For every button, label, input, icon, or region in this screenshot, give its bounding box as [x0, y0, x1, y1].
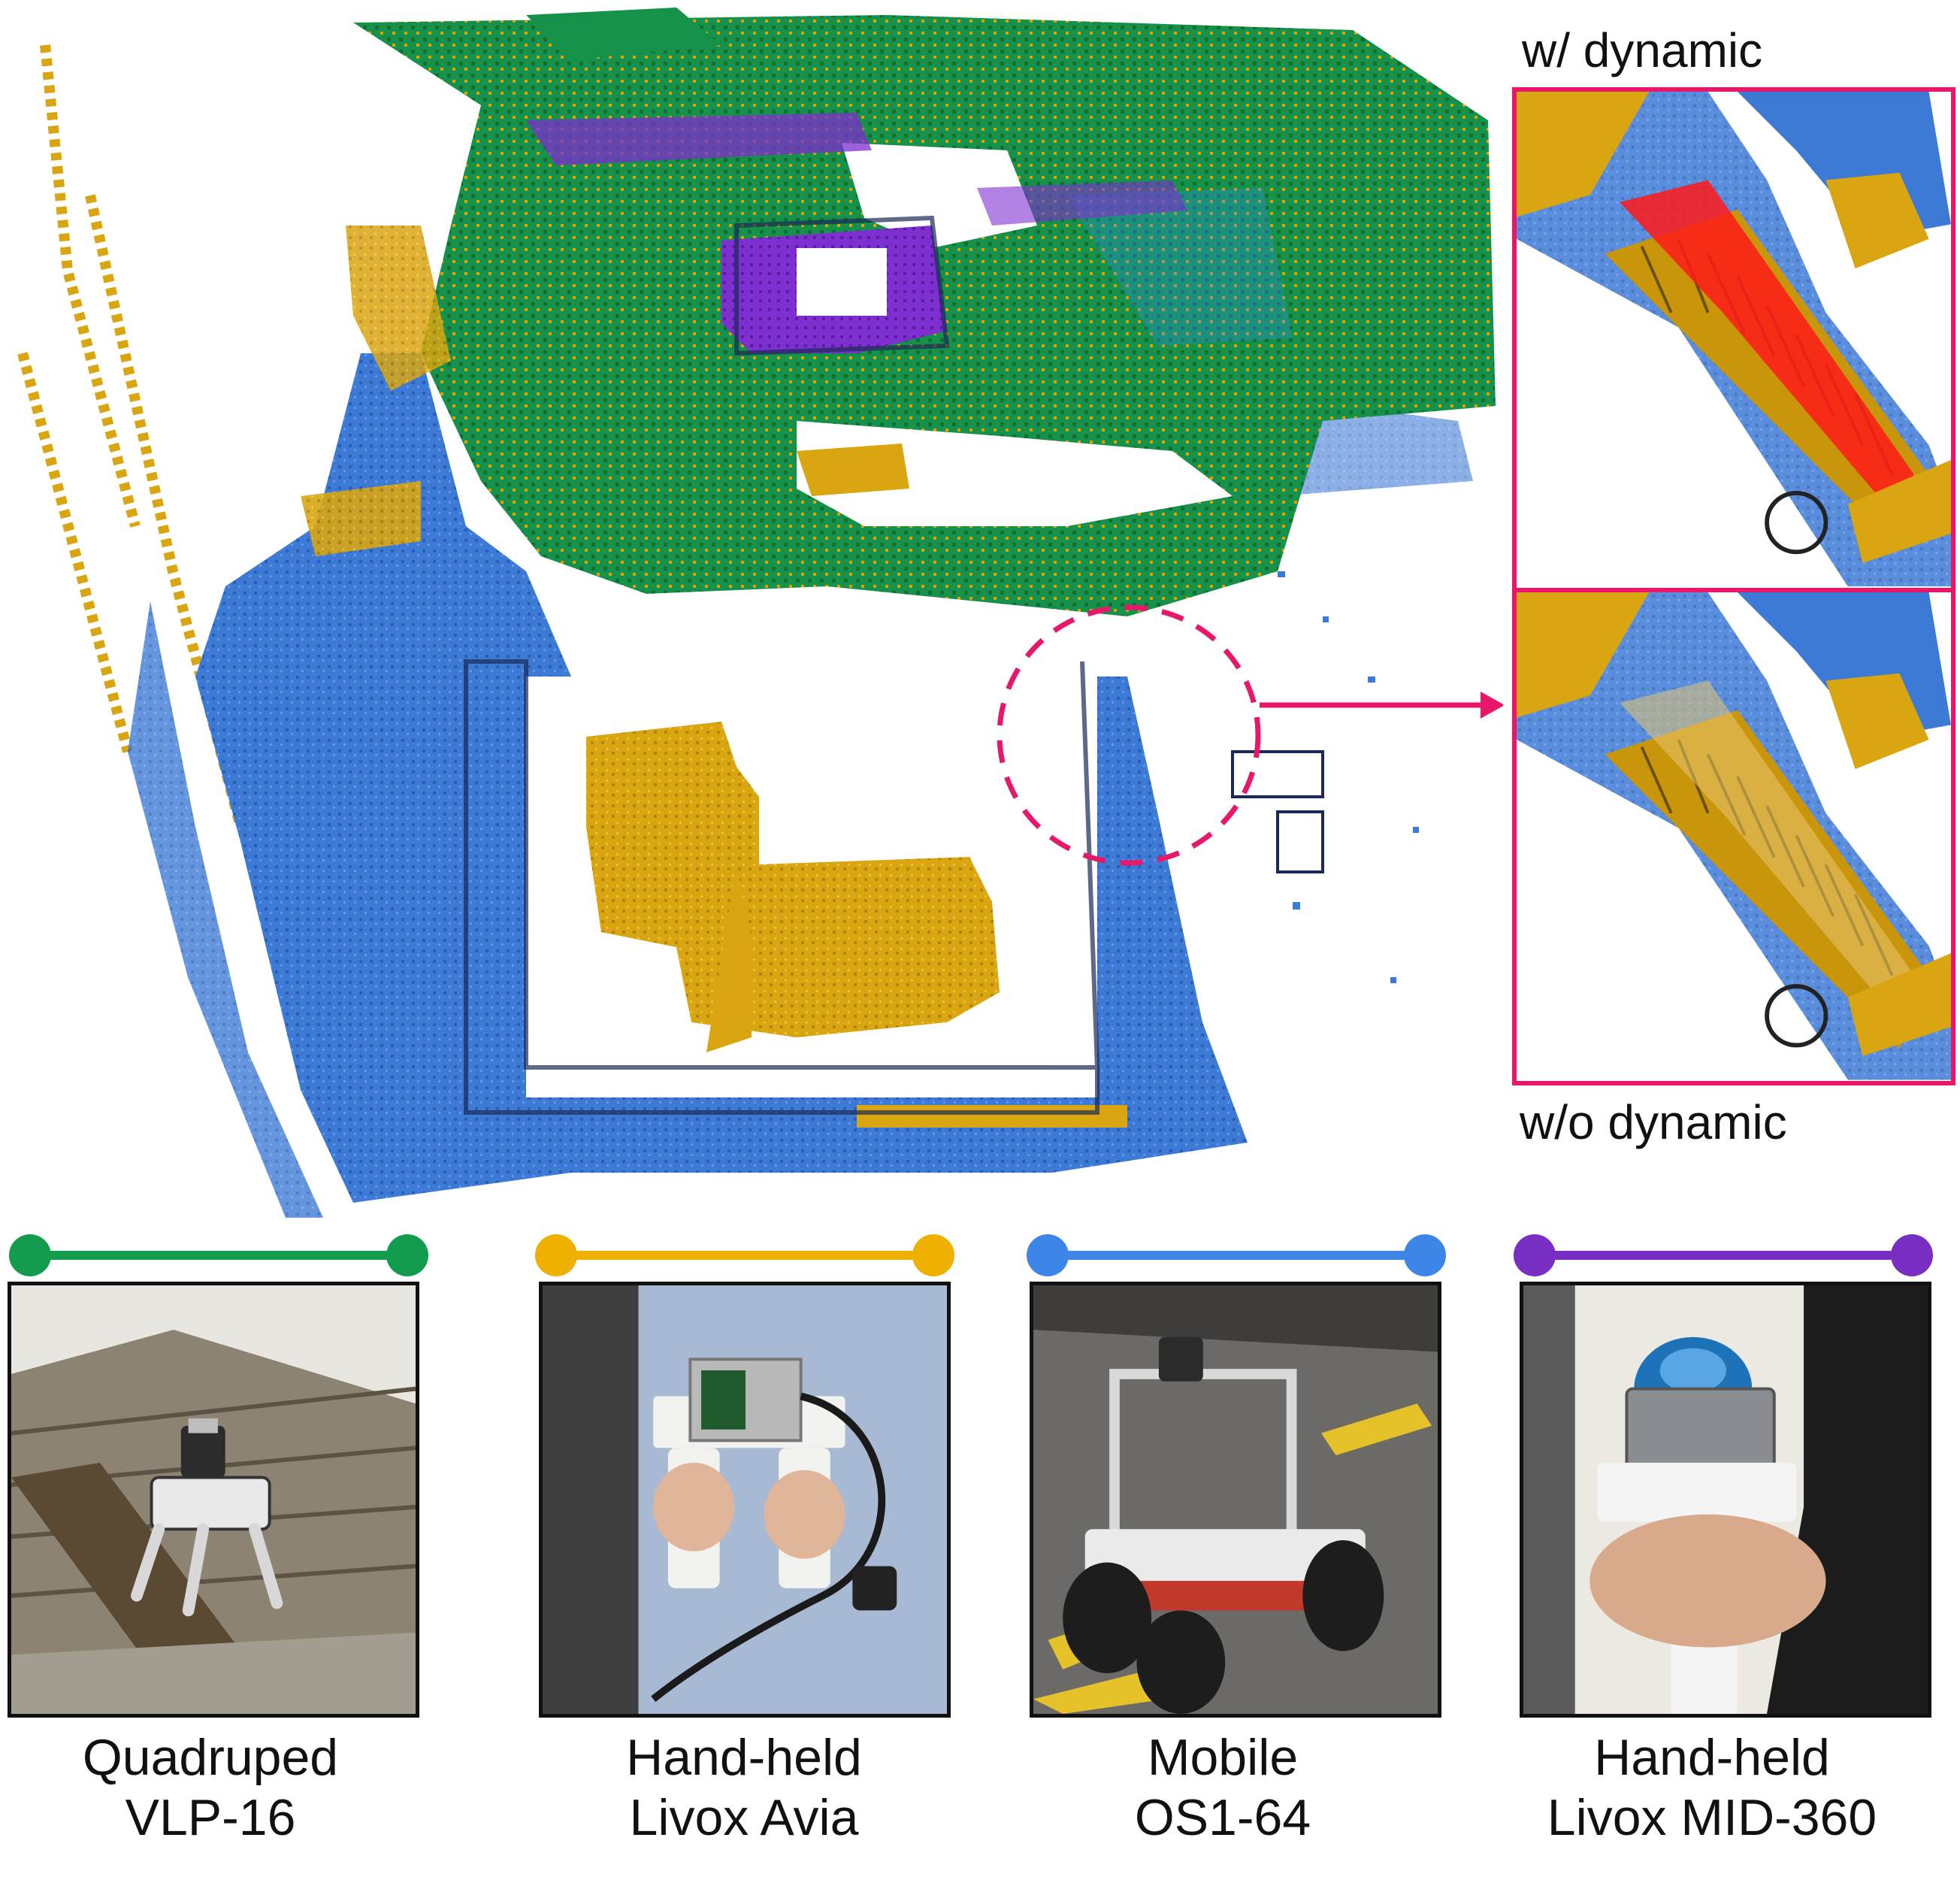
caption-handheld-mid360-line2: Livox MID-360 [1547, 1789, 1877, 1846]
zoom-arrow-head [1481, 692, 1503, 719]
without-dynamic-label: w/o dynamic [1520, 1095, 1787, 1149]
sparse-points [1231, 571, 1419, 983]
dynamic-objects-red [1620, 180, 1915, 504]
caption-mobile-line1: Mobile [1147, 1729, 1299, 1786]
caption-handheld-avia-line2: Livox Avia [629, 1789, 859, 1846]
legend-bar-mobile [1025, 1233, 1447, 1278]
zoomed-cloud-without-dynamic [1517, 592, 1951, 1080]
caption-mobile-line2: OS1-64 [1134, 1789, 1311, 1846]
caption-quadruped-line1: Quadruped [82, 1729, 339, 1786]
quadruped-robot-photo [8, 1282, 419, 1718]
caption-handheld-mid360-line1: Hand-held [1594, 1729, 1830, 1786]
yellow-avia-cloud [301, 226, 1127, 1128]
purple-mid-360-cloud [526, 113, 1187, 353]
merged-point-cloud-map [17, 8, 1503, 1218]
legend-bar-quadruped [8, 1233, 430, 1278]
caption-handheld-avia: Hand-held Livox Avia [504, 1727, 985, 1848]
caption-quadruped-line2: VLP-16 [125, 1789, 296, 1846]
caption-handheld-avia-line1: Hand-held [626, 1729, 862, 1786]
legend-bar-handheld-avia [534, 1233, 956, 1278]
mobile-robot-photo [1030, 1282, 1441, 1718]
zoomed-cloud-with-dynamic [1517, 92, 1951, 587]
handheld-avia-photo [539, 1282, 951, 1718]
caption-mobile: Mobile OS1-64 [982, 1727, 1463, 1848]
caption-handheld-mid360: Hand-held Livox MID-360 [1472, 1727, 1952, 1848]
with-dynamic-label: w/ dynamic [1522, 23, 1763, 77]
zoom-panel-without-dynamic [1512, 588, 1955, 1085]
zoom-panel-with-dynamic [1512, 87, 1955, 592]
caption-quadruped: Quadruped VLP-16 [0, 1727, 451, 1848]
handheld-mid360-photo [1520, 1282, 1931, 1718]
dynamic-region-circle [997, 604, 1261, 866]
legend-bar-handheld-mid360 [1512, 1233, 1934, 1278]
building-outlines [464, 215, 1099, 1115]
